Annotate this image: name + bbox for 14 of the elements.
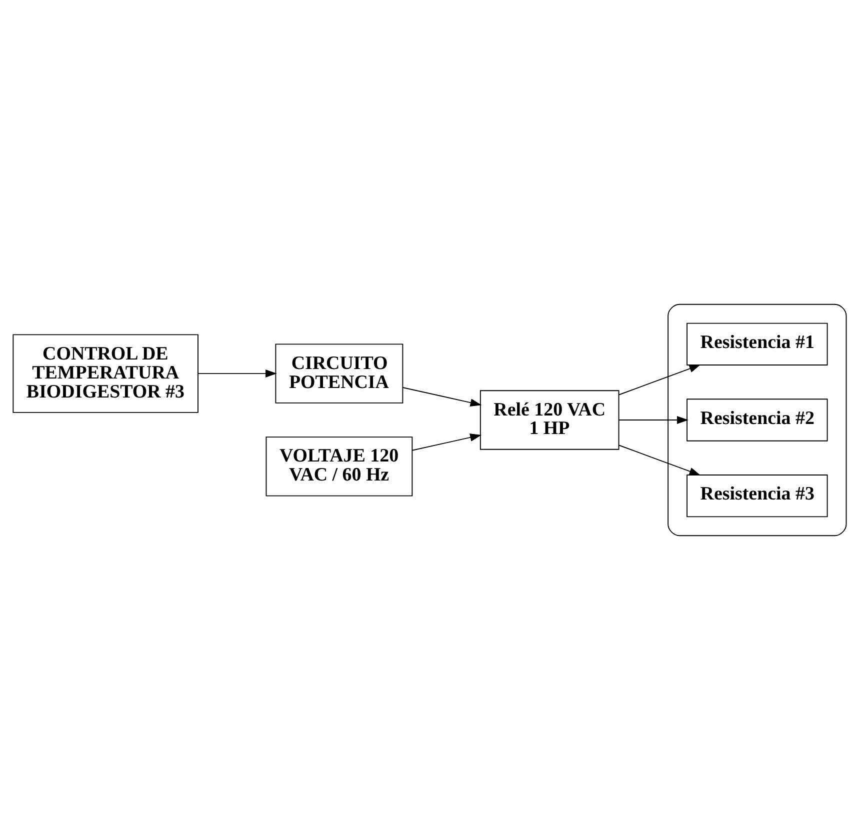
arrow [198,370,277,378]
node-box: CIRCUITO POTENCIA [275,344,404,404]
arrow [618,444,701,476]
node-box: CONTROL DE TEMPERATURA BIODIGESTOR #3 [12,334,198,413]
arrow [618,364,701,396]
arrow [618,416,688,424]
node-box: VOLTAJE 120 VAC / 60 Hz [266,436,413,496]
cluster [668,304,847,536]
arrow [412,434,482,451]
node-box: Relé 120 VAC 1 HP [480,390,620,450]
node-box: Resistencia #3 [686,474,828,518]
node-box: Resistencia #1 [686,322,828,366]
node-box: Resistencia #2 [686,398,828,442]
arrow [402,387,482,406]
